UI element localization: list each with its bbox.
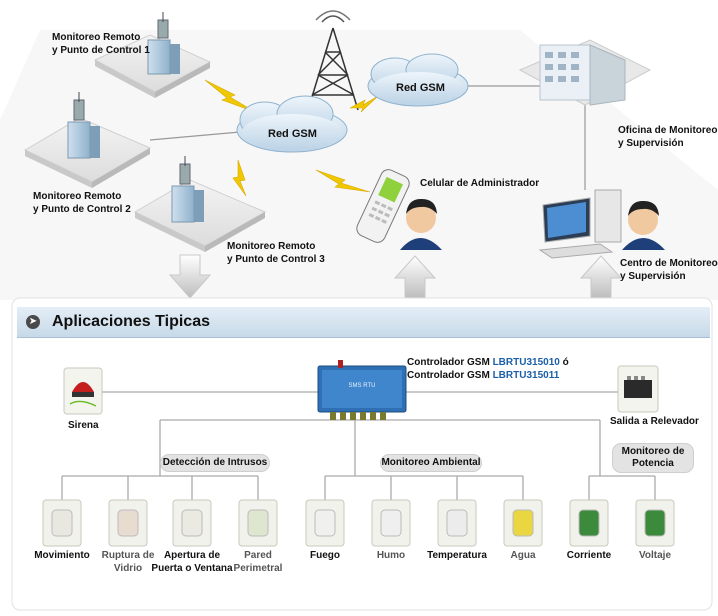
sensor-label: Agua [510,550,536,561]
sensor-device-icon [247,509,269,537]
sensor-device-icon [117,509,139,537]
sensor-card [305,499,345,547]
gsm-controller-device: SMS RTU [317,360,407,420]
sensor-device-icon [51,509,73,537]
site-3-tile [133,156,267,252]
cloud-2-label: Red GSM [396,82,445,94]
sensor-card [437,499,477,547]
sensor-label: Temperatura [427,550,487,561]
sensor-device-icon [446,509,468,537]
sensor-label: Corriente [566,550,612,561]
sensor-device-icon [181,509,203,537]
controller-model-2: LBRTU315011 [492,370,560,381]
sensor-device-icon [644,509,666,537]
section-title: Aplicaciones Tipicas [52,313,210,330]
group-intrusion: Detección de Intrusos [160,454,270,472]
sensor-card [238,499,278,547]
relay-output-icon [617,365,659,413]
sensor-card [635,499,675,547]
up-arrow-icon [579,255,623,299]
siren-icon [63,367,103,415]
computer-workstation-icon [538,189,622,259]
sensor-label: Humo [376,550,406,561]
link-site2-cloud [149,131,241,141]
sensor-card [42,499,82,547]
relay-label: Salida a Relevador [610,416,699,427]
center-person-icon [622,200,665,250]
sensor-card [108,499,148,547]
siren-label: Sirena [68,420,99,431]
sensor-card [569,499,609,547]
arrows [168,254,623,299]
arrow-right-icon: ➤ [26,315,40,329]
sensor-card [172,499,212,547]
administrator-person-icon [400,198,442,250]
up-arrow-icon [393,255,437,299]
cloud-red-gsm-1 [236,95,348,153]
down-arrow-icon [168,254,212,299]
site-2-tile [23,92,152,188]
controller-model-1: LBRTU315010 [492,357,560,368]
sensor-device-icon [380,509,402,537]
cloud-red-gsm-2 [367,53,469,107]
sensor-card [503,499,543,547]
sensor-device-icon [314,509,336,537]
sensor-device-icon [512,509,534,537]
group-environment: Monitoreo Ambiental [380,454,482,472]
section-banner [17,307,710,338]
cloud-1-label: Red GSM [268,128,317,140]
sensor-device-icon [578,509,600,537]
sensor-card [371,499,411,547]
svg-text:SMS RTU: SMS RTU [349,383,376,389]
sensor-label: Fuego [310,550,340,561]
mobile-phone-icon [356,169,410,243]
controller-label: Controlador GSM LBRTU315010 ó Controlado… [407,357,569,381]
sensor-label: Movimiento [34,550,90,561]
office-building-icon [518,39,652,106]
sensor-label: Voltaje [638,550,672,561]
admin-phone-label: Celular de Administrador [420,178,540,189]
site-1-tile [93,12,212,98]
